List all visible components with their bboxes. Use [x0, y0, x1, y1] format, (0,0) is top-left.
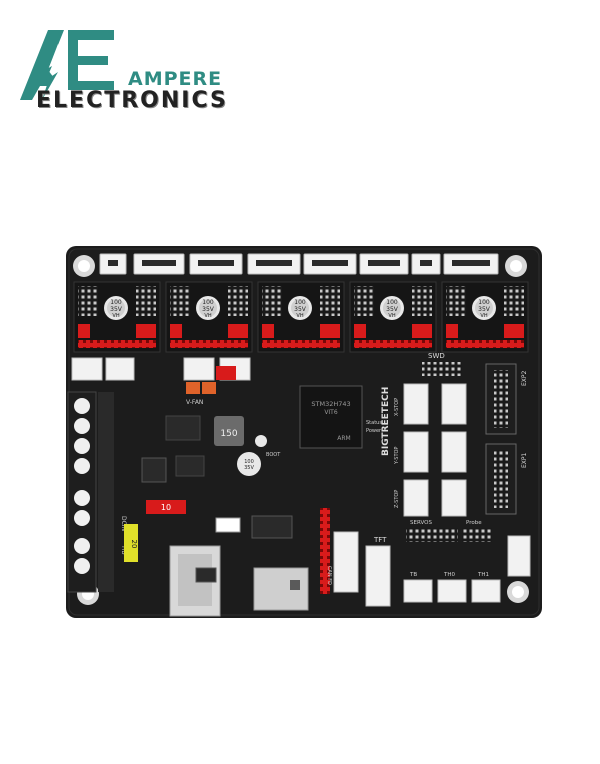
- ampere-electronics-logo: AMPERE ELECTRONICS: [18, 26, 238, 113]
- svg-text:35V: 35V: [202, 306, 215, 313]
- logo-word-electronics: ELECTRONICS: [36, 88, 228, 113]
- svg-text:TH0: TH0: [443, 572, 455, 578]
- svg-text:35V: 35V: [386, 306, 399, 313]
- ae-monogram-icon: [20, 30, 114, 100]
- svg-text:HB: HB: [120, 546, 127, 555]
- fuse-20a: [124, 524, 138, 562]
- controller-board-image: 100 35V VH 100 35V VH 100 35V VH: [66, 246, 542, 618]
- svg-text:Power: Power: [366, 428, 382, 434]
- svg-text:TFT: TFT: [373, 536, 387, 544]
- svg-text:100: 100: [386, 299, 398, 306]
- svg-text:Status: Status: [366, 420, 382, 426]
- svg-text:VH: VH: [204, 313, 211, 319]
- svg-text:100: 100: [244, 459, 254, 465]
- svg-text:100: 100: [110, 299, 122, 306]
- power-screw-terminals: [67, 391, 114, 593]
- svg-text:35V: 35V: [294, 306, 307, 313]
- svg-text:20: 20: [130, 540, 138, 549]
- svg-text:VH: VH: [296, 313, 303, 319]
- svg-text:SERVOS: SERVOS: [410, 520, 432, 526]
- logo-word-ampere: AMPERE: [128, 68, 223, 90]
- svg-text:Probe: Probe: [466, 520, 482, 526]
- svg-text:35V: 35V: [244, 465, 254, 471]
- svg-text:X-STOP: X-STOP: [394, 398, 400, 416]
- svg-text:VH: VH: [480, 313, 487, 319]
- svg-text:VH: VH: [388, 313, 395, 319]
- svg-text:35V: 35V: [110, 306, 123, 313]
- svg-text:100: 100: [202, 299, 214, 306]
- stepper-driver-slots: 100 35V VH 100 35V VH 100 35V VH: [73, 281, 529, 353]
- svg-text:Z-STOP: Z-STOP: [394, 490, 400, 508]
- svg-text:VH: VH: [112, 313, 119, 319]
- svg-text:100: 100: [478, 299, 490, 306]
- svg-text:STM32H743: STM32H743: [311, 400, 350, 408]
- svg-text:ARM: ARM: [337, 435, 350, 442]
- svg-text:Y-STOP: Y-STOP: [394, 447, 400, 465]
- svg-text:TB: TB: [409, 572, 417, 578]
- svg-text:DCIN: DCIN: [120, 516, 127, 531]
- fuse-10a: [146, 500, 186, 514]
- inductor: [214, 416, 244, 446]
- mcu-chip: STM32H743 VIT6 ARM: [299, 385, 363, 449]
- svg-text:100: 100: [294, 299, 306, 306]
- svg-text:35V: 35V: [478, 306, 491, 313]
- svg-text:EXP1: EXP1: [521, 452, 528, 468]
- svg-text:EXP2: EXP2: [521, 370, 528, 386]
- svg-text:150: 150: [220, 429, 237, 439]
- svg-text:CAN FD: CAN FD: [326, 566, 332, 585]
- svg-text:10: 10: [161, 503, 171, 512]
- svg-text:V-FAN: V-FAN: [186, 399, 203, 406]
- svg-text:TH1: TH1: [477, 572, 489, 578]
- svg-text:BOOT: BOOT: [266, 452, 281, 458]
- svg-text:VIT6: VIT6: [324, 409, 338, 416]
- svg-text:BIGTREETECH: BIGTREETECH: [381, 387, 391, 456]
- svg-text:SWD: SWD: [428, 352, 445, 360]
